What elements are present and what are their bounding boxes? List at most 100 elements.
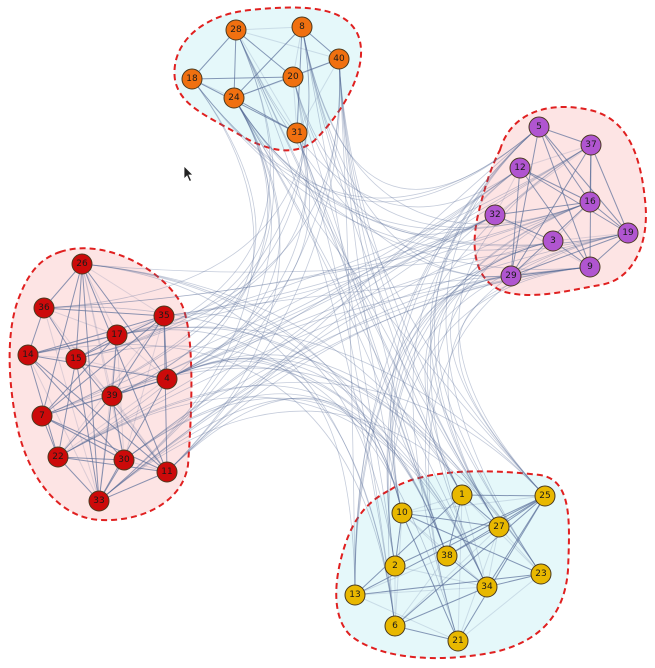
intra-edge xyxy=(163,315,168,473)
intra-edge xyxy=(81,263,168,380)
inter-edge xyxy=(233,97,488,588)
intra-edge xyxy=(43,307,165,317)
node-label: 10 xyxy=(396,508,408,518)
node-circle xyxy=(484,204,506,226)
intra-edge xyxy=(81,263,100,502)
inter-edge xyxy=(391,240,554,514)
intra-edge-faint xyxy=(457,494,463,642)
inter-edge xyxy=(354,240,554,596)
node-circle xyxy=(101,385,123,407)
intra-edge xyxy=(111,395,125,461)
inter-edge xyxy=(425,201,591,642)
inter-edge xyxy=(123,393,448,557)
node-12[interactable]: 12 xyxy=(509,157,531,179)
node-13[interactable]: 13 xyxy=(344,584,366,606)
node-36[interactable]: 36 xyxy=(33,297,55,319)
inter-edge xyxy=(235,29,463,496)
node-30[interactable]: 30 xyxy=(113,449,135,471)
inter-edge xyxy=(163,266,591,317)
node-39[interactable]: 39 xyxy=(101,385,123,407)
inter-edge xyxy=(424,275,512,588)
inter-edge xyxy=(27,344,396,627)
inter-edge xyxy=(111,29,275,397)
node-17[interactable]: 17 xyxy=(106,324,128,346)
node-28[interactable]: 28 xyxy=(225,19,247,41)
intra-edge-faint xyxy=(498,526,542,575)
inter-edge xyxy=(98,398,403,514)
node-label: 35 xyxy=(158,311,169,321)
node-35[interactable]: 35 xyxy=(153,305,175,327)
inter-edge xyxy=(57,167,521,458)
intra-edge xyxy=(494,214,554,242)
node-11[interactable]: 11 xyxy=(156,461,178,483)
node-23[interactable]: 23 xyxy=(530,563,552,585)
node-2[interactable]: 2 xyxy=(384,555,406,577)
node-33[interactable]: 33 xyxy=(88,490,110,512)
intra-edge xyxy=(510,167,521,277)
intra-edge-faint xyxy=(235,26,303,31)
node-16[interactable]: 16 xyxy=(579,191,601,213)
node-37[interactable]: 37 xyxy=(580,134,602,156)
node-19[interactable]: 19 xyxy=(617,222,639,244)
inter-edge xyxy=(57,381,546,497)
inter-edge xyxy=(450,240,554,497)
intra-edge xyxy=(27,315,165,356)
node-18[interactable]: 18 xyxy=(181,68,203,90)
intra-edge xyxy=(233,97,298,134)
intra-edge xyxy=(27,354,168,473)
node-8[interactable]: 8 xyxy=(291,16,313,38)
node-10[interactable]: 10 xyxy=(391,502,413,524)
intra-edge xyxy=(57,456,125,461)
node-label: 32 xyxy=(489,210,500,220)
node-3[interactable]: 3 xyxy=(542,230,564,252)
node-circle xyxy=(509,157,531,179)
node-circle xyxy=(286,122,308,144)
node-29[interactable]: 29 xyxy=(500,265,522,287)
node-label: 15 xyxy=(70,354,81,364)
node-circle xyxy=(33,297,55,319)
intra-edge xyxy=(191,78,298,134)
node-31[interactable]: 31 xyxy=(286,122,308,144)
node-27[interactable]: 27 xyxy=(488,516,510,538)
inter-edge xyxy=(387,240,554,567)
node-6[interactable]: 6 xyxy=(384,615,406,637)
node-5[interactable]: 5 xyxy=(528,116,550,138)
node-34[interactable]: 34 xyxy=(476,576,498,598)
intra-edge xyxy=(233,26,303,99)
inter-edge xyxy=(166,358,488,588)
node-20[interactable]: 20 xyxy=(282,66,304,88)
node-9[interactable]: 9 xyxy=(579,256,601,278)
inter-edge xyxy=(81,263,448,557)
inter-edge xyxy=(354,275,512,596)
node-circle xyxy=(225,19,247,41)
node-40[interactable]: 40 xyxy=(328,48,350,70)
node-label: 9 xyxy=(587,262,593,272)
node-14[interactable]: 14 xyxy=(17,344,39,366)
inter-edge xyxy=(430,167,521,528)
intra-edge xyxy=(41,334,118,417)
node-24[interactable]: 24 xyxy=(223,87,245,109)
intra-edge xyxy=(394,495,546,627)
node-26[interactable]: 26 xyxy=(71,253,93,275)
node-22[interactable]: 22 xyxy=(47,446,69,468)
node-circle xyxy=(223,87,245,109)
node-7[interactable]: 7 xyxy=(31,405,53,427)
inter-edge xyxy=(166,357,542,575)
node-38[interactable]: 38 xyxy=(436,545,458,567)
inter-edge xyxy=(98,275,512,502)
node-32[interactable]: 32 xyxy=(484,204,506,226)
inter-edge xyxy=(354,126,540,596)
intra-edge-faint xyxy=(354,586,488,596)
inter-edge xyxy=(166,354,500,528)
node-4[interactable]: 4 xyxy=(156,368,178,390)
intra-edge-faint xyxy=(43,307,118,336)
node-25[interactable]: 25 xyxy=(534,485,556,507)
node-label: 28 xyxy=(230,25,242,35)
node-21[interactable]: 21 xyxy=(447,630,469,652)
node-15[interactable]: 15 xyxy=(65,348,87,370)
inter-edge xyxy=(123,266,591,461)
inter-edge xyxy=(116,326,546,497)
node-1[interactable]: 1 xyxy=(451,484,473,506)
inter-edge xyxy=(394,232,629,514)
inter-edge xyxy=(166,266,591,380)
